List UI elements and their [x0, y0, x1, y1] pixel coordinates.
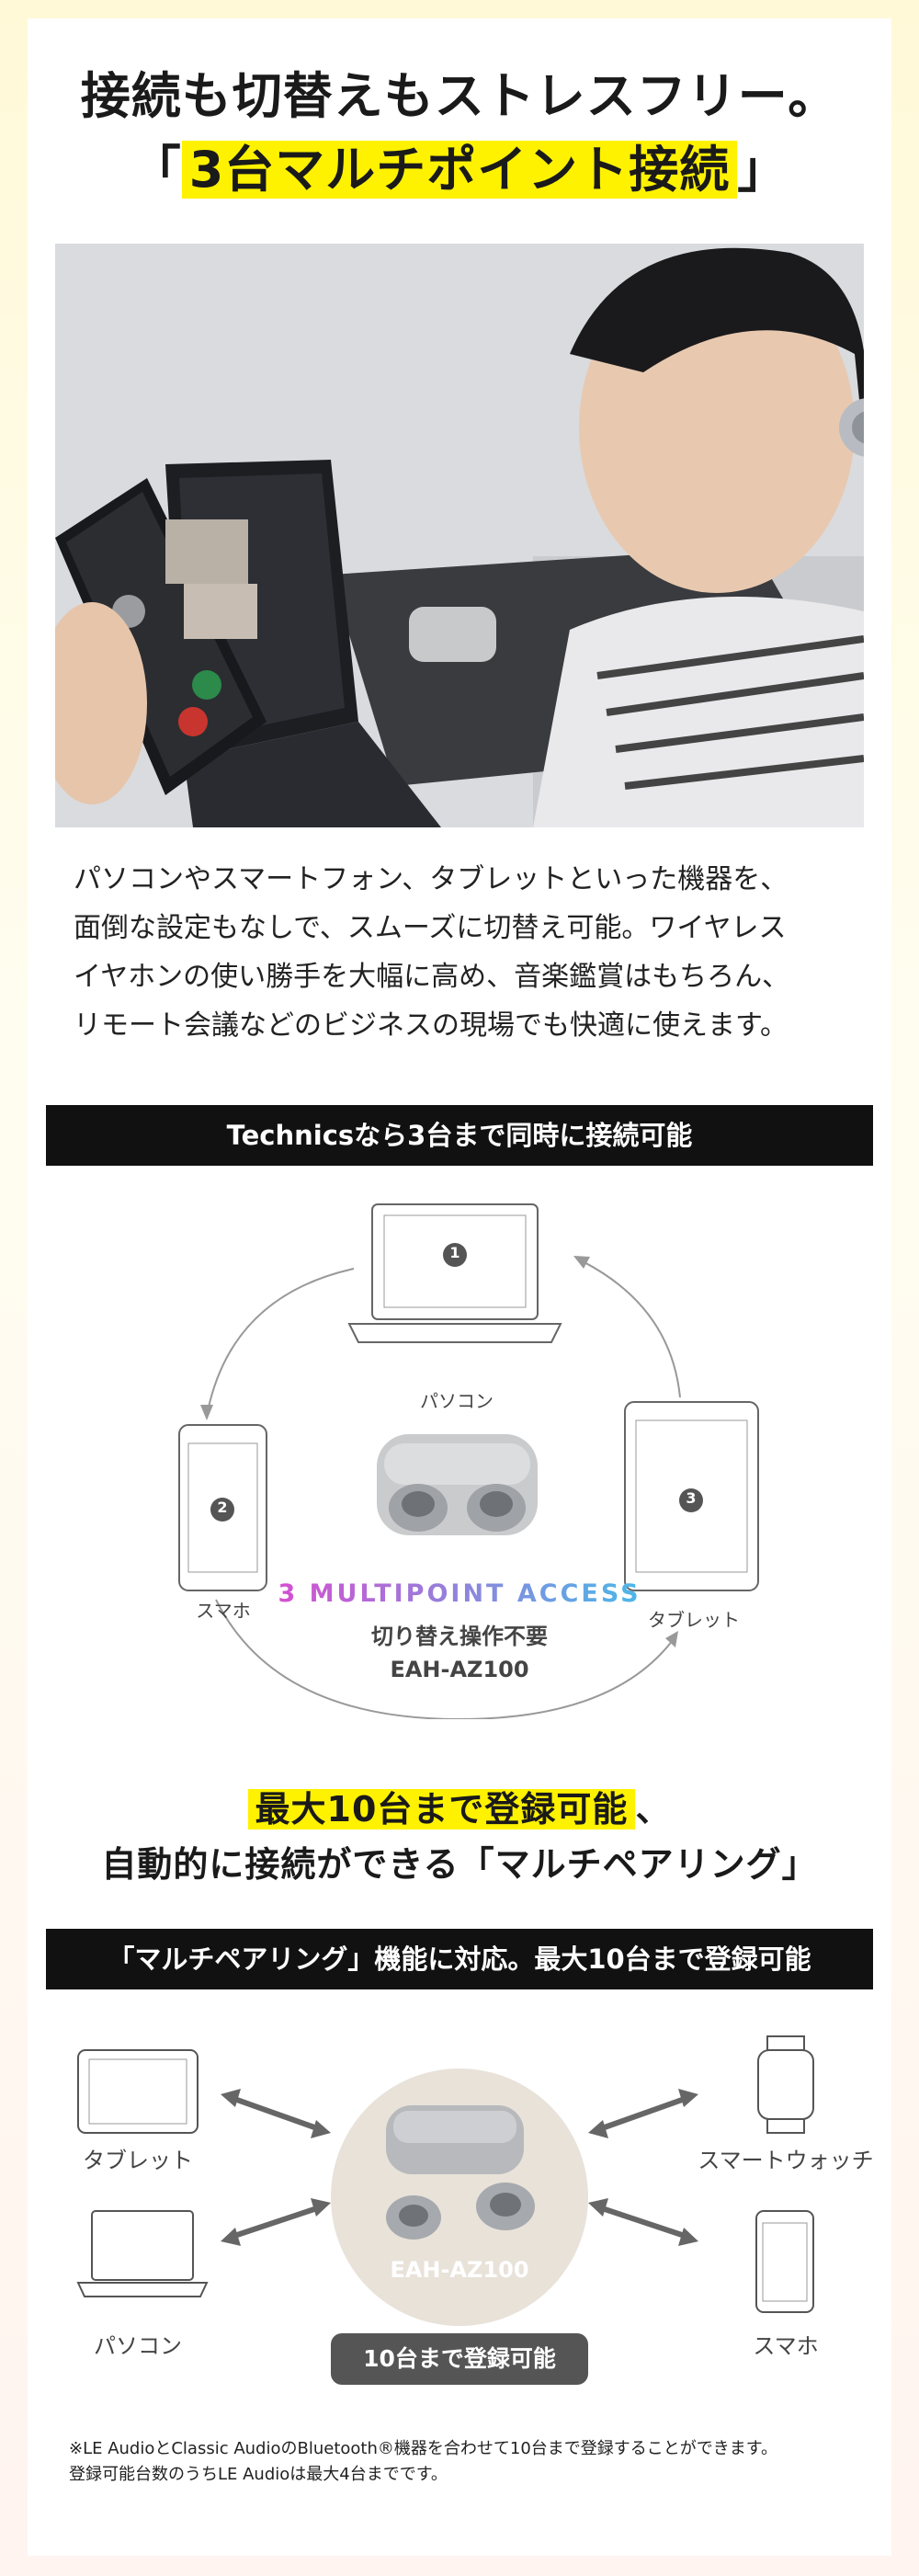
no-switch-text: 切り替え操作不要: [371, 1624, 548, 1649]
intro-paragraph: パソコンやスマートフォン、タブレットといった機器を、 面倒な設定もなしで、スムー…: [74, 855, 864, 1050]
smartwatch-icon: [757, 2035, 814, 2134]
pairing-laptop-label: パソコン: [94, 2333, 182, 2359]
intro-line-3: イヤホンの使い勝手を大幅に高め、音楽鑑賞はもちろん、: [74, 961, 790, 993]
arc-phone-to-tablet: [215, 1599, 676, 1719]
tablet-icon: [77, 2049, 199, 2134]
tablet-icon: [624, 1401, 759, 1591]
multipoint-access-title: 3 MULTIPOINT ACCESS: [276, 1579, 643, 1608]
headline-line2: 「3台マルチポイント接続」: [0, 138, 919, 202]
headline-highlight: 3台マルチポイント接続: [181, 141, 738, 199]
pairing-title-rest: 、: [635, 1789, 672, 1829]
tablet-number: 3: [686, 1489, 697, 1507]
arrows: [221, 2089, 698, 2246]
pairing-watch-label: スマートウォッチ: [698, 2148, 874, 2173]
intro-line-1: パソコンやスマートフォン、タブレットといった機器を、: [74, 863, 789, 895]
footnote-line2: 登録可能台数のうちLE Audioは最大4台までです。: [69, 2465, 448, 2484]
laptop-icon: [347, 1203, 562, 1343]
phone-label: スマホ: [196, 1600, 251, 1622]
smartphone-icon: [178, 1424, 267, 1591]
pairing-tablet-label: タブレット: [83, 2148, 193, 2173]
intro-line-2: 面倒な設定もなしで、スムーズに切替え可能。ワイヤレス: [74, 912, 787, 944]
pairing-pill: 10台まで登録可能: [331, 2333, 588, 2385]
multipoint-model: EAH-AZ100: [390, 1657, 529, 1682]
tablet-label: タブレット: [648, 1609, 740, 1631]
pairing-model: EAH-AZ100: [390, 2257, 529, 2283]
headline-open-bracket: 「: [130, 141, 182, 199]
lifestyle-photo: [55, 244, 864, 827]
headline-close-bracket: 」: [737, 141, 789, 199]
arc-laptop-to-phone: [206, 1268, 355, 1417]
earbuds-case-icon: [386, 2105, 535, 2240]
pairing-subtitle: 自動的に接続ができる「マルチペアリング」: [101, 1844, 818, 1885]
laptop-label: パソコン: [420, 1390, 494, 1412]
multipoint-bar: Technicsなら3台まで同時に接続可能: [46, 1105, 873, 1166]
smartphone-icon: [755, 2210, 814, 2313]
arc-tablet-to-laptop: [578, 1259, 681, 1398]
pairing-diagram: [76, 2035, 814, 2326]
multipoint-diagram: [178, 1203, 759, 1719]
laptop-icon: [76, 2210, 209, 2297]
pairing-title-highlight: 最大10台まで登録可能: [247, 1789, 636, 1829]
lifestyle-photo-illustration: [55, 244, 864, 827]
pairing-bar: 「マルチペアリング」機能に対応。最大10台まで登録可能: [46, 1929, 873, 1989]
footnote-line1: ※LE AudioとClassic AudioのBluetooth®機器を合わせ…: [69, 2439, 777, 2458]
intro-line-4: リモート会議などのビジネスの現場でも快適に使えます。: [74, 1009, 788, 1042]
pairing-phone-label: スマホ: [753, 2333, 819, 2359]
pairing-title: 最大10台まで登録可能、: [0, 1784, 919, 1835]
laptop-number: 1: [449, 1244, 460, 1261]
phone-number: 2: [217, 1499, 228, 1516]
headline-line1: 接続も切替えもストレスフリー。: [80, 67, 839, 125]
earbuds-case-icon: [377, 1434, 538, 1535]
